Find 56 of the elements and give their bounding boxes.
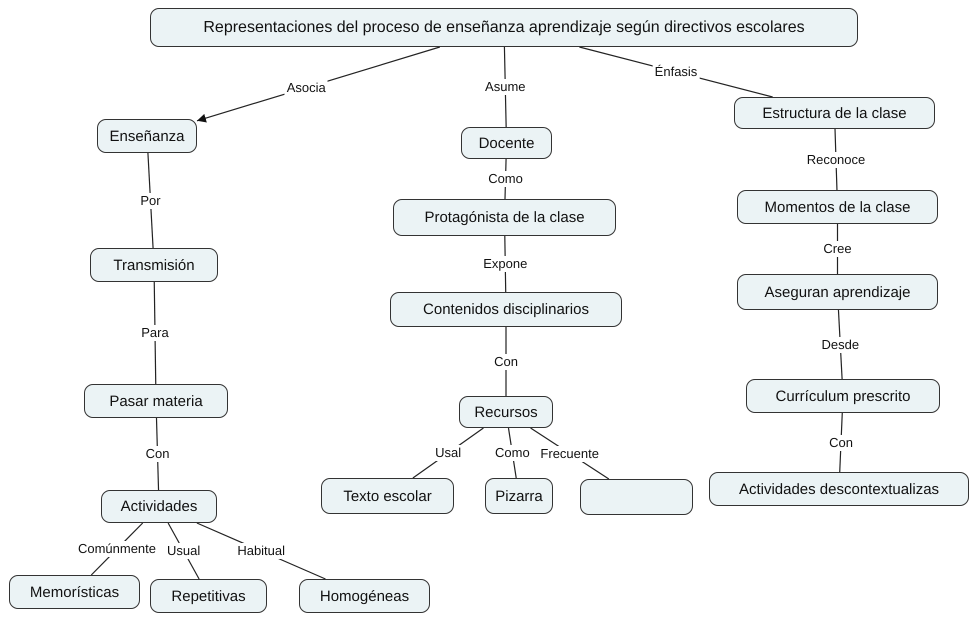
concept-box	[734, 97, 935, 129]
concept-box	[485, 478, 553, 514]
concept-text: Representaciones del proceso de enseñanza aprendizaje según directivos escolares	[203, 18, 805, 36]
concept-box	[150, 8, 858, 47]
edge-label: Frecuente	[538, 446, 601, 462]
edge-label: Cree	[821, 241, 854, 257]
concept-text: Transmisión	[113, 256, 195, 274]
concept-box	[9, 575, 140, 609]
concept-box	[150, 579, 267, 613]
edge-label: Asocia	[284, 80, 328, 96]
concept-text: Momentos de la clase	[764, 198, 910, 216]
edge-label: Usal	[433, 445, 464, 461]
concept-box	[90, 248, 218, 282]
concept-box	[580, 479, 693, 515]
concept-box	[321, 478, 454, 514]
concept-box	[101, 490, 217, 523]
edge-label: Reconoce	[804, 152, 868, 168]
concept-text: Actividades descontextualizas	[738, 480, 940, 498]
concept-text: Homogéneas	[320, 588, 410, 604]
concept-box	[737, 190, 938, 224]
concept-box	[709, 472, 969, 506]
concept-box	[84, 384, 228, 418]
edge-label: Habitual	[235, 543, 288, 559]
edge-label: Como	[493, 445, 532, 461]
concept-text: Enseñanza	[109, 128, 185, 144]
edge-label: Para	[139, 325, 171, 341]
concept-box	[461, 127, 552, 159]
edge-label: Comúnmente	[76, 541, 158, 557]
concept-text: Contenidos disciplinarios	[423, 301, 589, 318]
concept-text: Actividades	[120, 498, 198, 515]
concept-box	[737, 274, 938, 310]
edge-label: Con	[827, 434, 855, 450]
edge-label: Como	[486, 171, 525, 187]
concept-text: Docente	[478, 134, 534, 152]
edge-label: Expone	[481, 256, 530, 272]
edge-label: Con	[492, 354, 520, 370]
concept-text: Memorísticas	[30, 584, 120, 600]
concept-text: Pasar materia	[109, 392, 203, 410]
concept-box	[459, 396, 553, 428]
concept-box	[746, 379, 940, 413]
edge-label: Asume	[483, 79, 528, 95]
edge-label: Énfasis	[652, 64, 700, 80]
concept-text: Repetitivas	[171, 588, 246, 604]
concept-text: Currículum prescrito	[775, 388, 911, 404]
concept-text: Estructura de la clase	[762, 104, 907, 122]
concept-box	[299, 579, 430, 613]
concept-text: Aseguran aprendizaje	[764, 284, 910, 300]
concept-text: Recursos	[474, 404, 538, 420]
edge-label: Con	[144, 446, 172, 462]
concept-text: Texto escolar	[343, 488, 432, 504]
concept-box	[390, 292, 622, 327]
concept-text: Protagónista de la clase	[424, 209, 585, 226]
concept-text: Pizarra	[495, 488, 543, 504]
concept-box	[393, 199, 616, 236]
concept-box	[97, 119, 197, 153]
edge-label: Por	[138, 192, 163, 208]
